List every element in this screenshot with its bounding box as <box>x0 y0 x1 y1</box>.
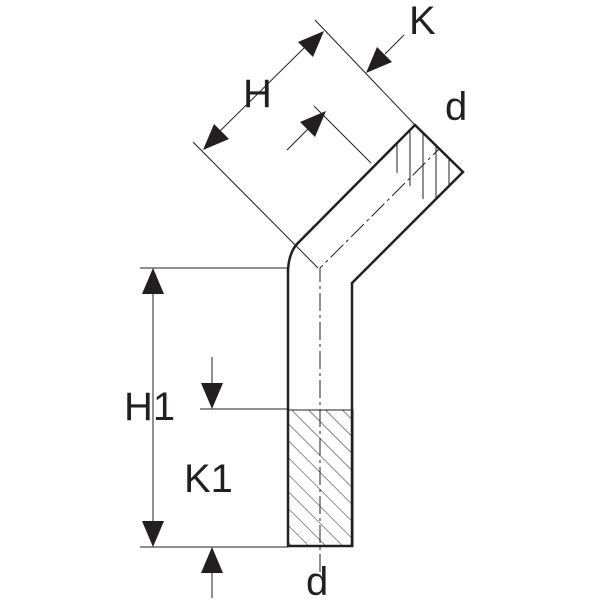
dimension-arrow-k1-top <box>201 383 223 409</box>
dimension-label-h: H <box>243 72 272 116</box>
dimension-label-k1: K1 <box>184 457 233 501</box>
pipe-centerline <box>319 147 441 572</box>
dimension-label-h1: H1 <box>124 385 175 429</box>
dimension-arrow-h1-bottom <box>142 521 164 547</box>
dimension-label-d-top: d <box>445 85 467 129</box>
extension-line-h-end <box>314 19 416 126</box>
dimension-line-k-right <box>384 34 405 55</box>
dimension-label-k: K <box>409 0 436 43</box>
dimension-arrow-k-right <box>366 47 392 73</box>
dimension-arrow-k1-bottom <box>201 547 223 573</box>
dimension-line-h <box>217 45 307 134</box>
dimension-arrow-h-upper <box>298 31 324 57</box>
dimension-arrow-k-left <box>300 111 326 137</box>
dimension-arrow-h-lower <box>203 124 229 150</box>
extension-line-h-start <box>192 141 319 269</box>
pipe-body-outline <box>286 123 465 548</box>
dimension-line-k-left <box>286 126 311 151</box>
dimension-arrow-h1-top <box>142 268 164 294</box>
dimension-label-d-bottom: d <box>306 560 328 600</box>
